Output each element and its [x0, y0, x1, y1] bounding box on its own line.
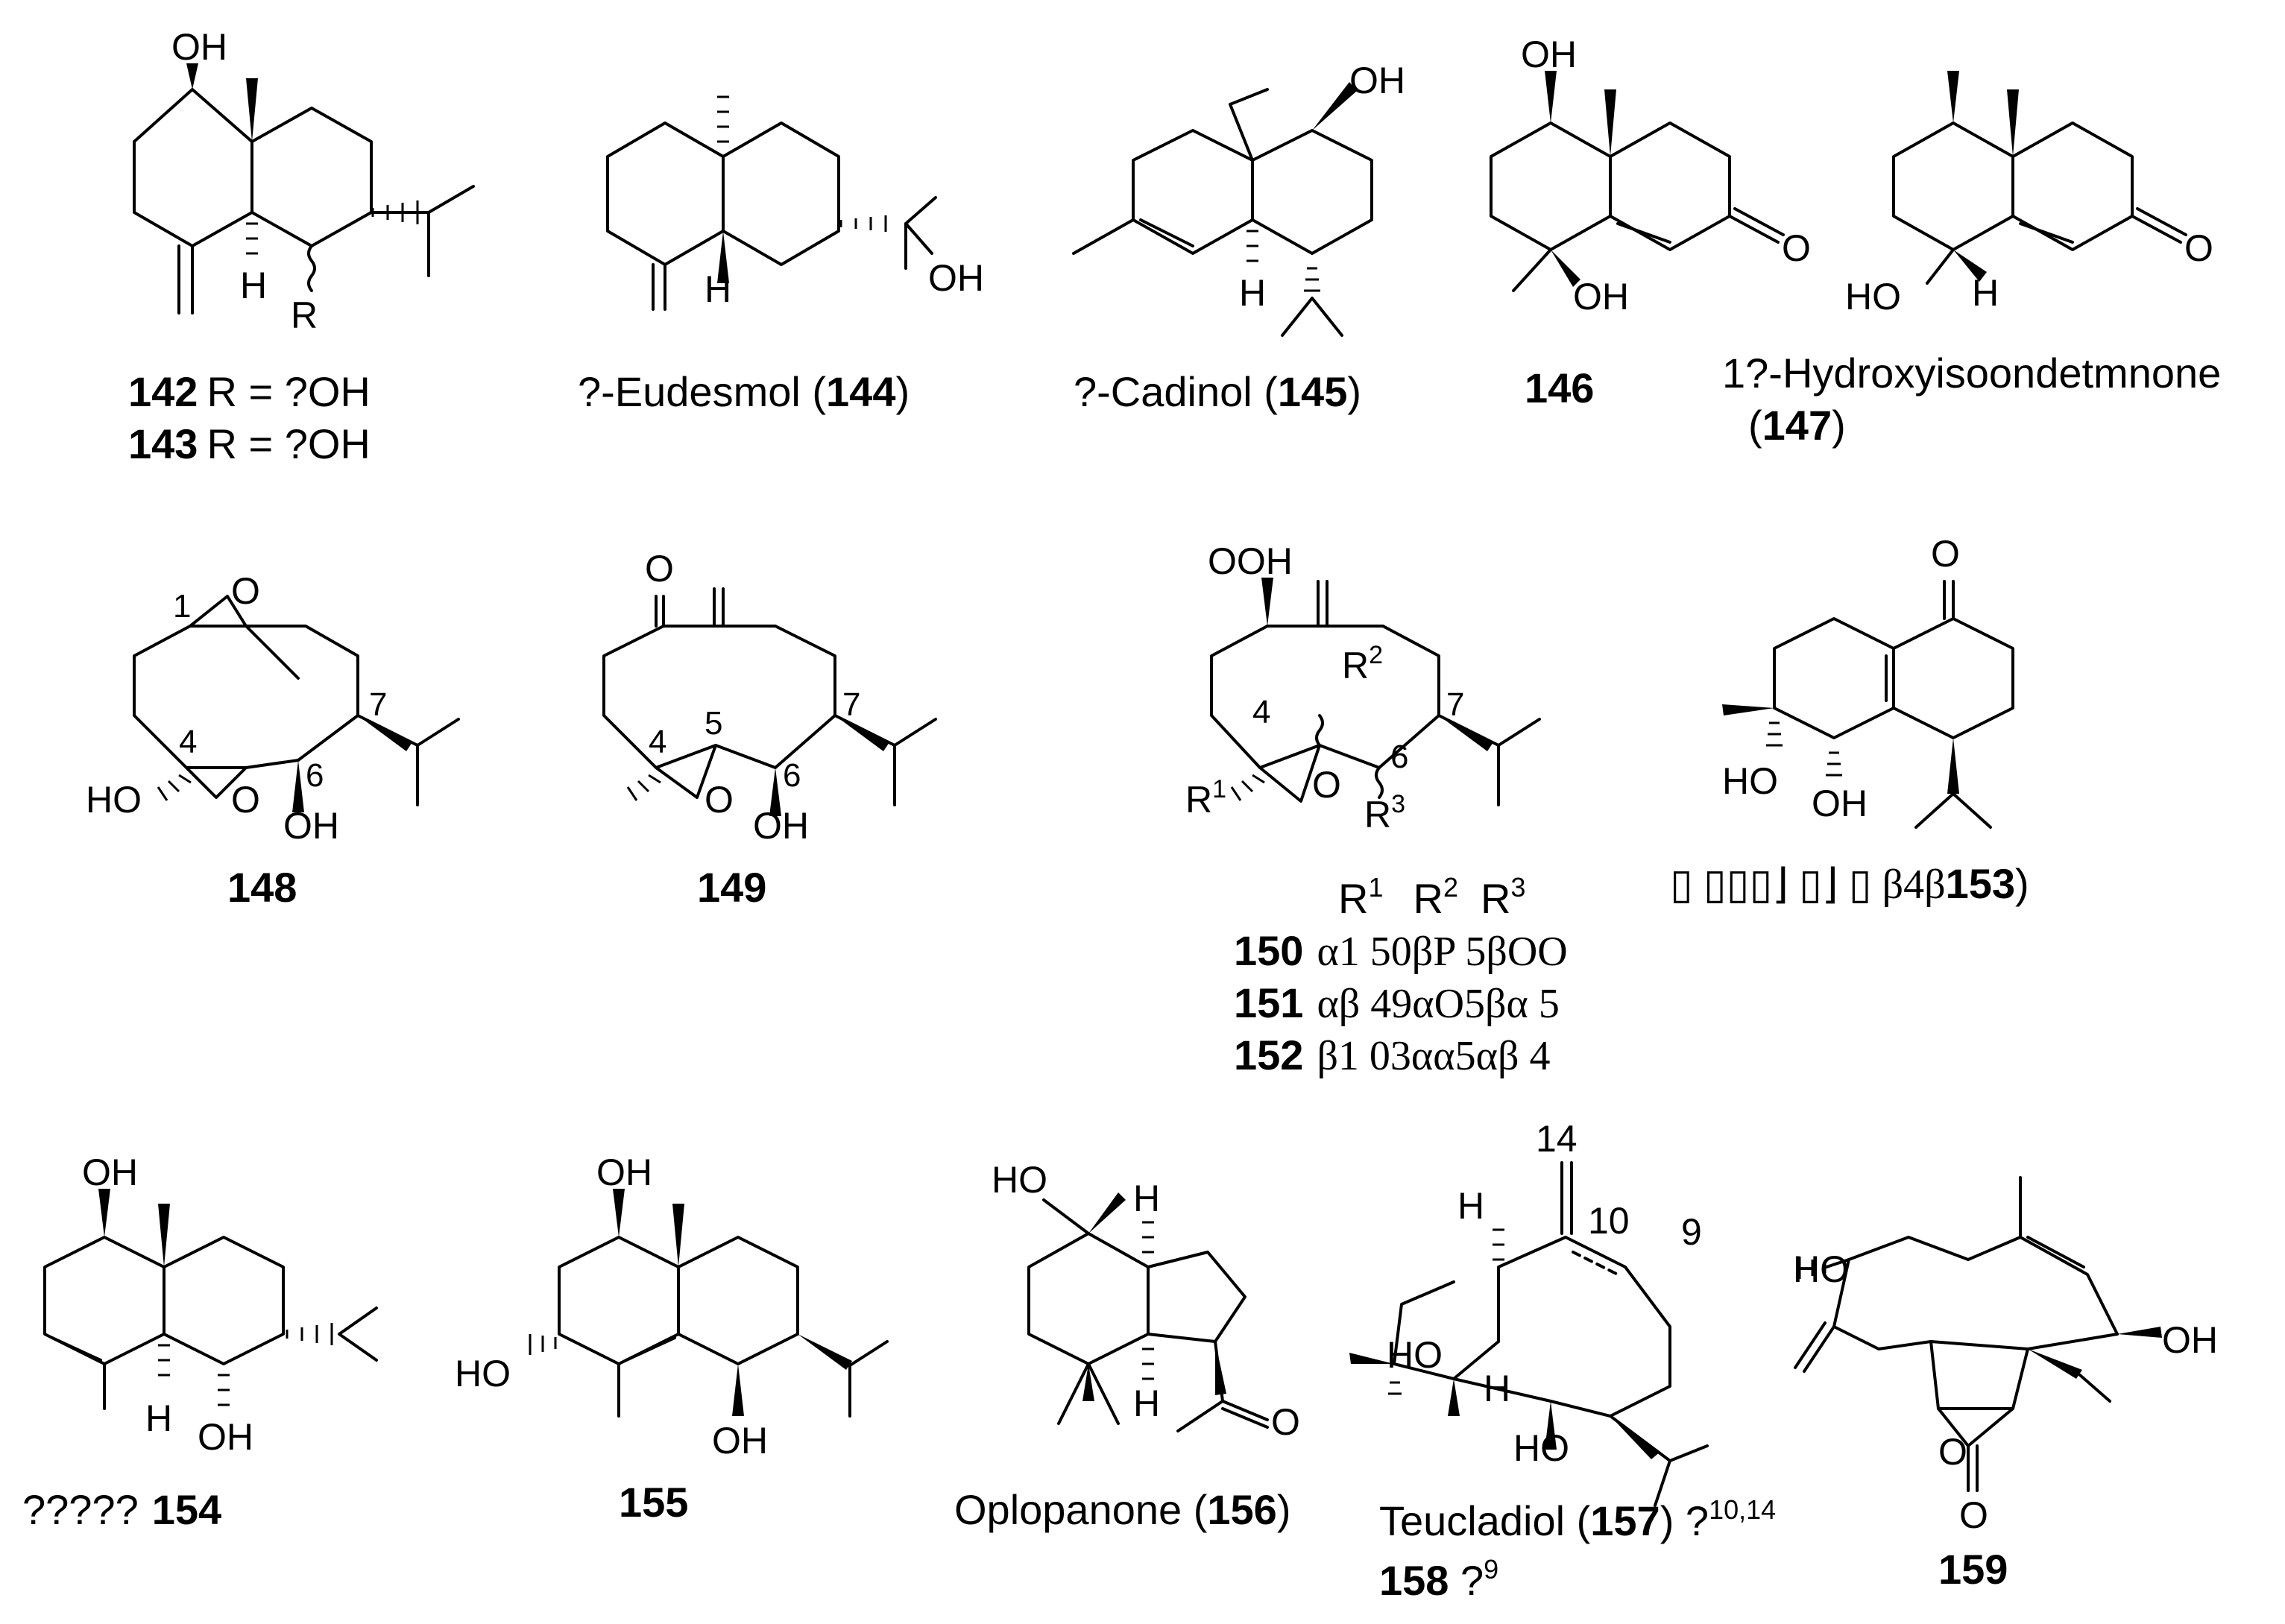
- structure-150-152: [1210, 578, 1541, 806]
- atom-h-157-top: H: [1457, 1185, 1484, 1227]
- atom-ho-159: HO: [1793, 1248, 1849, 1290]
- atom-h-145: H: [1239, 272, 1266, 314]
- atom-h-142: H: [240, 265, 267, 306]
- atom-oh-149: OH: [753, 805, 809, 847]
- atom-ho-157: HO: [1387, 1334, 1443, 1376]
- structure-142-143: [133, 63, 475, 315]
- atom-o-146: O: [1782, 227, 1811, 269]
- structure-156: [1027, 1192, 1269, 1432]
- atom-oh-146-top: OH: [1521, 34, 1577, 75]
- structure-154: [43, 1189, 378, 1410]
- atom-r3-150: R3: [1364, 790, 1405, 835]
- label-158: 158 ?9: [1379, 1554, 1498, 1604]
- atom-r-142: R: [291, 294, 318, 336]
- atom-oh-148: OH: [283, 805, 339, 847]
- atom-num-6-148: 6: [306, 757, 324, 794]
- atom-o-149-bottom: O: [705, 779, 734, 821]
- atom-o-147: O: [2184, 227, 2213, 269]
- structure-146: [1490, 71, 1785, 292]
- atom-ho-156: HO: [992, 1159, 1047, 1201]
- label-144: ?-Eudesmol (144): [578, 368, 910, 415]
- label-147-name: 1?-Hydroxyisoondetmnone: [1722, 350, 2221, 396]
- structure-155: [529, 1189, 889, 1418]
- atom-oh-153: OH: [1812, 783, 1868, 824]
- atom-oh-159: OH: [2162, 1319, 2218, 1361]
- atom-num-4-150: 4: [1252, 694, 1270, 730]
- atom-o-159-carbonyl: O: [1959, 1494, 1988, 1536]
- structure-148: [133, 595, 460, 812]
- structure-159: [1794, 1176, 2162, 1492]
- atom-num-10: 10: [1588, 1200, 1630, 1242]
- atom-num-6-150: 6: [1390, 739, 1408, 775]
- atom-num-14: 14: [1536, 1118, 1578, 1160]
- atom-o-148-top: O: [231, 570, 260, 612]
- atom-oh-144: OH: [928, 257, 984, 299]
- label-149: 149: [697, 864, 766, 911]
- structure-145: [1072, 82, 1373, 337]
- atom-o-159-ring: O: [1938, 1431, 1967, 1473]
- atom-num-9: 9: [1681, 1211, 1702, 1253]
- atom-h-144: H: [705, 268, 731, 310]
- atom-num-4-149: 4: [649, 724, 666, 760]
- atom-num-5-149: 5: [705, 705, 722, 742]
- label-159: 159: [1938, 1546, 2008, 1593]
- atom-o-150: O: [1312, 764, 1341, 806]
- structure-149: [602, 587, 937, 816]
- label-147: (147): [1748, 402, 1846, 449]
- atom-oh-155-bottom: OH: [712, 1420, 768, 1462]
- structure-147: [1892, 71, 2187, 285]
- atom-ho-155: HO: [455, 1353, 511, 1394]
- atom-ho-148: HO: [86, 779, 142, 821]
- label-156: Oplopanone (156): [954, 1486, 1290, 1533]
- label-154: ?????154: [22, 1486, 221, 1533]
- atom-h-157-bottom: H: [1484, 1368, 1510, 1409]
- atom-h-147: H: [1972, 272, 1999, 314]
- atom-o-148-bottom: O: [231, 779, 260, 821]
- structure-153: [1722, 580, 2014, 829]
- atom-oh-146-bottom: OH: [1573, 276, 1629, 317]
- atom-num-7-149: 7: [842, 686, 860, 723]
- atom-ho-153: HO: [1722, 760, 1778, 802]
- atom-num-1-148: 1: [173, 588, 191, 625]
- atom-ho-147: HO: [1845, 276, 1901, 317]
- label-146: 146: [1525, 364, 1594, 411]
- label-145: ?-Cadinol (145): [1074, 368, 1361, 415]
- atom-h-156-top: H: [1133, 1178, 1160, 1219]
- atom-oh-154-top: OH: [82, 1151, 138, 1193]
- atom-h-154: H: [145, 1397, 172, 1439]
- atom-o-156: O: [1271, 1401, 1300, 1443]
- atom-o-153: O: [1931, 533, 1960, 575]
- atom-oh-145: OH: [1349, 60, 1405, 101]
- atom-ho-157-bottom: HO: [1513, 1427, 1569, 1469]
- atom-num-6-149: 6: [783, 757, 801, 794]
- atom-num-7-150: 7: [1446, 686, 1464, 723]
- atom-r2-150: R2: [1342, 641, 1383, 686]
- atom-oh-155-top: OH: [596, 1151, 652, 1193]
- atom-o-149-top: O: [645, 548, 674, 590]
- label-157: Teucladiol (157) ?10,14: [1379, 1494, 1776, 1544]
- label-155: 155: [619, 1479, 688, 1526]
- structure-157-158: [1349, 1161, 1709, 1507]
- atom-num-7-148: 7: [369, 686, 387, 723]
- atom-ooh-150: OOH: [1208, 540, 1293, 582]
- atom-oh-154-bottom: OH: [198, 1416, 253, 1458]
- label-148: 148: [227, 864, 297, 911]
- atom-num-4-148: 4: [179, 724, 197, 760]
- atom-h-156-bottom: H: [1133, 1383, 1160, 1424]
- atom-r1-150: R1: [1185, 775, 1226, 821]
- label-153: ▯ ▯▯▯⌋ ▯⌋ ▯ β4β153): [1670, 860, 2029, 908]
- structure-144: [606, 95, 937, 311]
- atom-oh-142: OH: [171, 26, 227, 68]
